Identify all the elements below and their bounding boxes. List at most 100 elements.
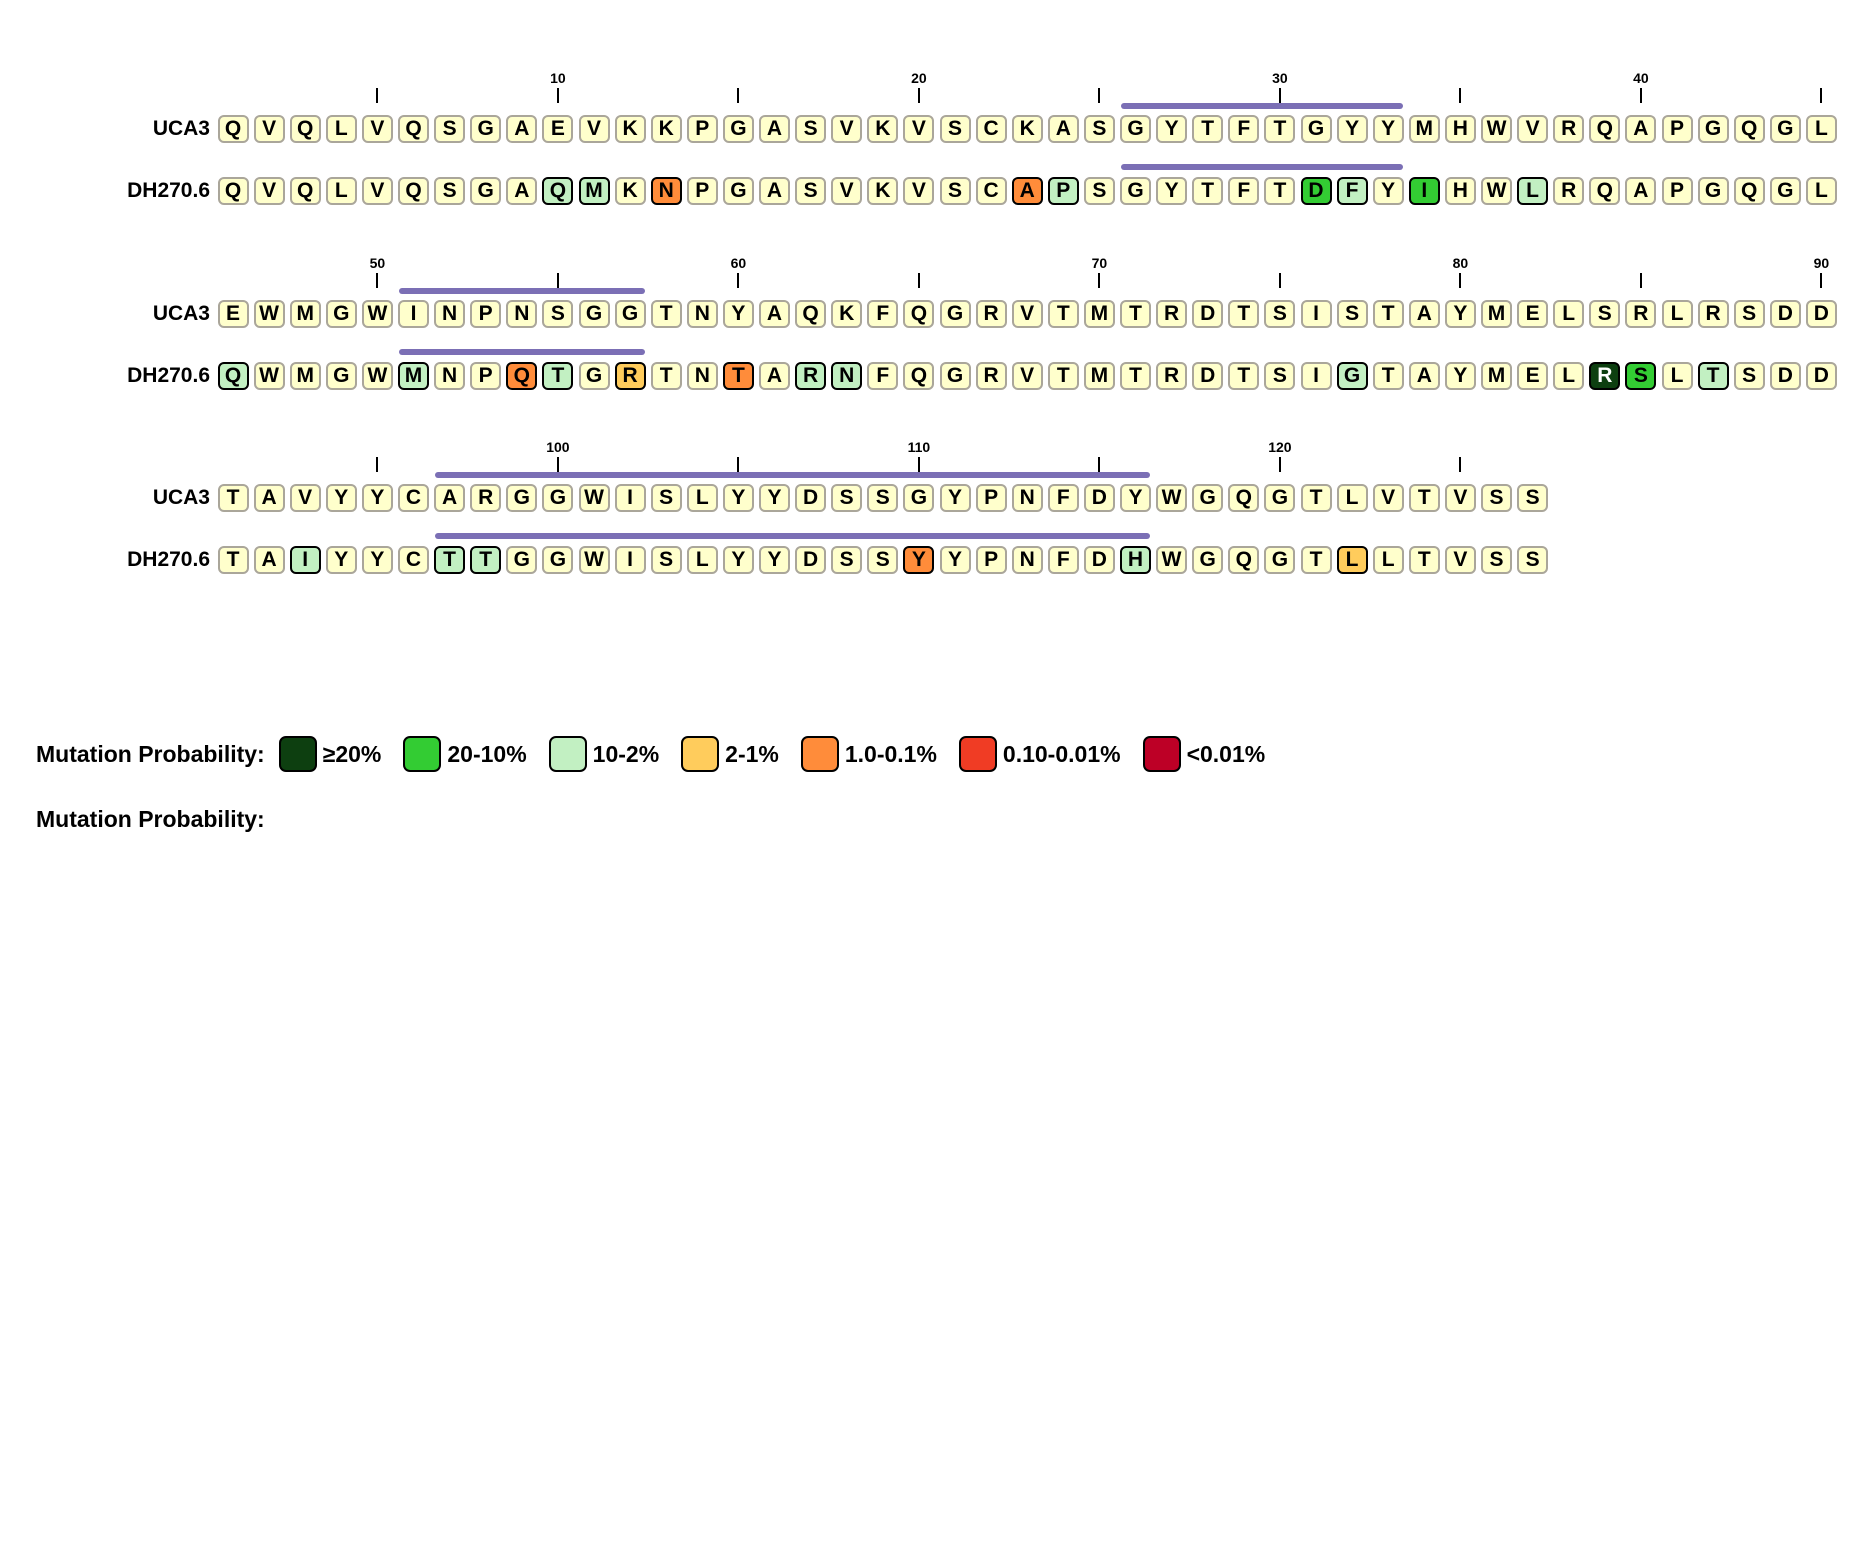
reference-residue: G [325,300,357,328]
reference-residue: W [253,300,285,328]
mutant-residue: G [325,362,357,390]
reference-residue: G [506,484,538,512]
mutant-residue: Q [1733,177,1765,205]
reference-residue: Q [795,300,827,328]
reference-residue: T [1300,484,1332,512]
mutant-residue: G [939,362,971,390]
reference-sequence-label: UCA3 [152,486,210,509]
mutant-residue: V [1444,546,1476,574]
reference-residue: N [506,300,538,328]
mutant-residue: Q [217,177,249,205]
mutant-residue: V [831,177,863,205]
reference-residue: R [1697,300,1729,328]
reference-residue: D [795,484,827,512]
reference-residue: S [867,484,899,512]
mutation-probability-legend: Mutation Probability: ≥20%20-10%10-2%2-1… [36,736,1287,772]
reference-residue: K [650,115,682,143]
mutant-residue: G [1697,177,1729,205]
mutant-residue: A [506,177,538,205]
legend-swatch [681,736,720,772]
position-tick-label: 60 [730,255,747,271]
mutant-residue: T [1192,177,1224,205]
reference-residue: S [434,115,466,143]
cdr-bar [434,472,1151,478]
mutant-residue: I [614,546,646,574]
mutant-residue: S [795,177,827,205]
reference-residue: L [1553,300,1585,328]
mutant-residue: M [578,177,610,205]
reference-residue: Y [759,484,790,512]
mutant-residue: L [325,177,357,205]
reference-residue: G [1769,115,1801,143]
reference-residue: S [1083,115,1115,143]
mutant-residue: V [361,177,393,205]
legend-swatch [1142,736,1181,772]
position-tick [917,273,920,288]
mutant-residue: Y [939,546,971,574]
mutant-residue: G [1264,546,1296,574]
mutant-residue: H [1444,177,1476,205]
reference-residue: T [1264,115,1296,143]
reference-residue: W [578,484,610,512]
reference-residue: N [1011,484,1043,512]
mutant-residue: Q [1589,177,1621,205]
reference-residue: V [1517,115,1549,143]
position-tick [737,273,740,288]
mutant-residue: Q [903,362,935,390]
mutant-residue: M [398,362,429,390]
reference-residue: K [867,115,899,143]
reference-residue: V [578,115,610,143]
reference-residue: F [867,300,899,328]
position-tick [1639,88,1642,103]
mutant-residue: Q [289,177,321,205]
reference-residue: D [1192,300,1224,328]
mutant-residue: N [686,362,718,390]
reference-residue: F [1228,115,1260,143]
position-tick [737,88,740,103]
reference-residue: Q [217,115,249,143]
reference-residue: I [1300,300,1332,328]
reference-residue: E [1517,300,1549,328]
mutant-residue: R [614,362,646,390]
reference-residue: Q [398,115,429,143]
reference-residue: G [542,484,574,512]
mutant-residue: S [831,546,863,574]
position-tick [1639,273,1642,288]
reference-sequence-label: UCA3 [152,117,210,140]
mutant-residue: D [1300,177,1332,205]
reference-residue: P [470,300,502,328]
position-tick [1459,88,1462,103]
reference-residue: D [1805,300,1837,328]
reference-residue: G [1264,484,1296,512]
reference-residue: K [1011,115,1043,143]
reference-residue: G [470,115,502,143]
reference-residue: G [939,300,971,328]
mutant-residue: Y [1156,177,1188,205]
reference-residue: P [975,484,1007,512]
reference-residue: V [903,115,935,143]
position-tick-label: 40 [1633,70,1649,86]
reference-residue: N [686,300,718,328]
cdr-bar [1120,103,1404,109]
legend-swatch [800,736,839,772]
reference-residue: C [975,115,1007,143]
mutant-residue: K [614,177,646,205]
reference-residue: A [506,115,538,143]
mutant-residue: R [1156,362,1188,390]
position-tick [1098,457,1101,472]
mutant-residue: N [1011,546,1043,574]
position-tick [1459,273,1462,288]
mutant-residue: T [1372,362,1404,390]
mutant-residue: D [1805,362,1837,390]
reference-residue: L [686,484,718,512]
mutant-residue: S [434,177,466,205]
reference-residue: A [1047,115,1079,143]
mutant-residue: G [722,177,754,205]
reference-residue: T [1408,484,1440,512]
mutant-residue: S [1625,362,1657,390]
mutant-residue: W [578,546,610,574]
mutant-residue: T [1264,177,1296,205]
mutant-residue: T [1228,362,1260,390]
